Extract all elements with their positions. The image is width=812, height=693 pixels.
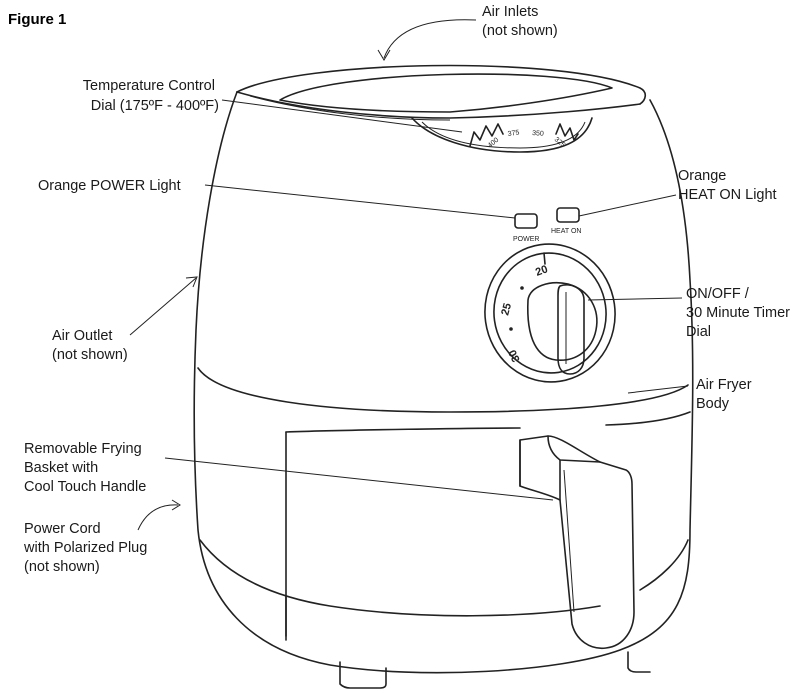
callout-heat-light: Orange HEAT ON Light: [678, 168, 777, 203]
timer-scale-25: 25: [499, 302, 514, 317]
temp-dial-leader: [221, 99, 463, 133]
foot-left: [339, 661, 387, 689]
dial-recess: [411, 117, 593, 153]
leader-lines: [129, 19, 689, 531]
temperature-dial[interactable]: 400 375 350 325: [469, 123, 579, 150]
lid-top: [236, 64, 647, 105]
timer-scale-30: 30: [507, 348, 523, 364]
callout-power-cord: Power Cord with Polarized Plug (not show…: [23, 521, 151, 575]
figure-title: Figure 1: [8, 11, 66, 28]
lid-shade: [249, 95, 451, 121]
callout-temperature-dial: Temperature Control Dial (175ºF - 400ºF): [83, 78, 219, 114]
temp-scale-350: 350: [532, 130, 544, 138]
timer-dial[interactable]: 20 25 30: [476, 236, 624, 391]
timer-dial-leader: [587, 297, 683, 301]
callout-basket: Removable Frying Basket with Cool Touch …: [24, 441, 146, 495]
basket-bottom: [199, 539, 601, 617]
body-leader: [627, 385, 689, 394]
body-seam: [197, 367, 689, 413]
lid-rim: [236, 91, 641, 119]
timer-scale-20: 20: [534, 263, 550, 278]
heat-on-light: [556, 207, 580, 223]
timer-pointer: [543, 252, 546, 265]
body-outline: [193, 91, 694, 674]
foot-right: [627, 651, 651, 673]
temp-scale-325: 325: [553, 136, 567, 149]
lid-inner: [279, 73, 613, 113]
timer-knob-grip: [557, 284, 585, 375]
power-light: [514, 213, 538, 229]
power-light-leader: [204, 184, 516, 219]
callout-body: Air Fryer Body: [696, 377, 756, 412]
callout-air-outlet: Air Outlet (not shown): [52, 328, 128, 363]
heat-on-light-label: HEAT ON: [551, 228, 581, 235]
temp-scale-375: 375: [507, 129, 520, 138]
callout-power-light: Orange POWER Light: [38, 178, 181, 194]
air-fryer-body: 400 375 350 325 POWER HEAT ON 20 25 30: [193, 64, 694, 689]
basket-handle[interactable]: [519, 435, 635, 649]
timer-knob: [527, 282, 598, 361]
basket-leader: [164, 457, 554, 501]
callout-timer-dial: ON/OFF / 30 Minute Timer Dial: [686, 286, 794, 340]
power-light-label: POWER: [513, 236, 539, 243]
air-inlets-leader: [383, 19, 477, 59]
callout-air-inlets: Air Inlets (not shown): [482, 4, 558, 39]
power-cord-leader: [137, 504, 179, 531]
heat-light-leader: [578, 194, 677, 217]
air-outlet-leader: [129, 277, 197, 336]
